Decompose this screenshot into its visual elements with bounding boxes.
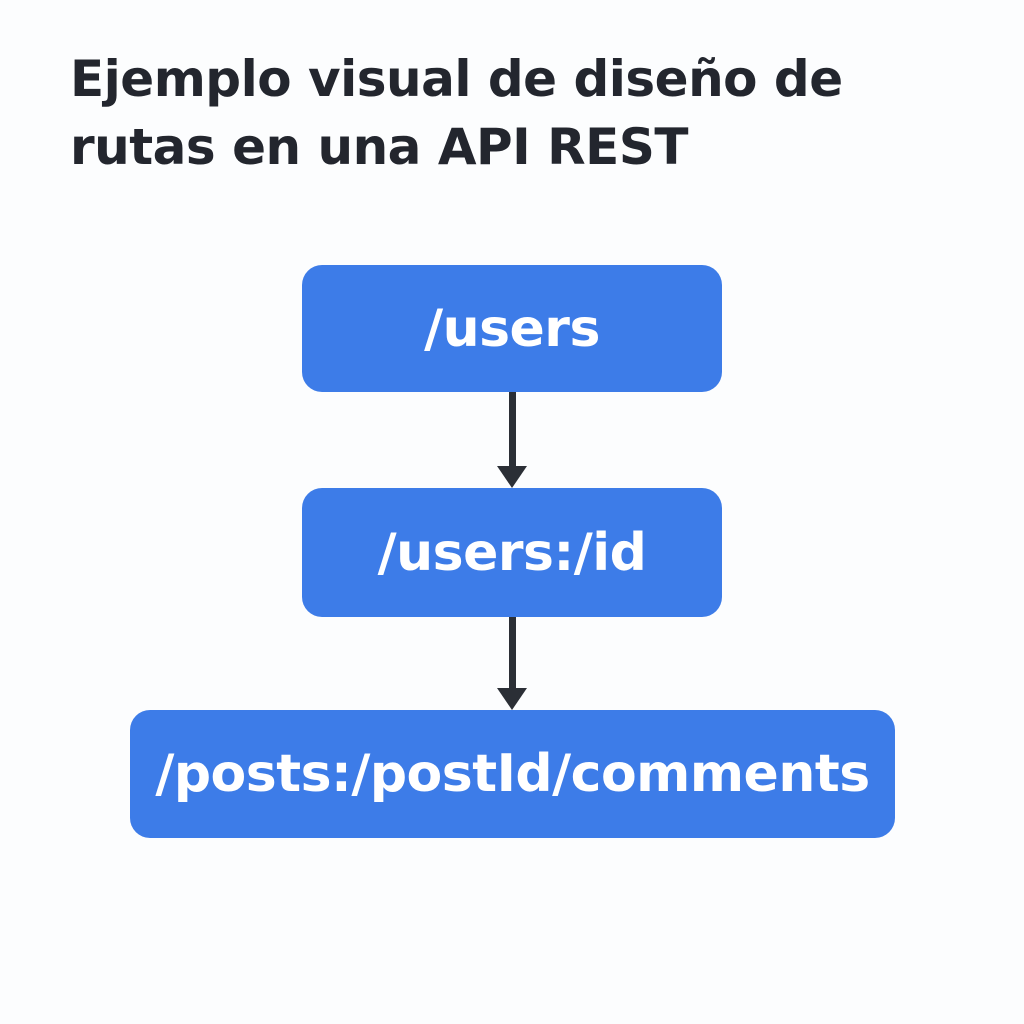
arrow-head <box>497 466 527 488</box>
route-node-post-comments: /posts:/postId/comments <box>130 710 895 838</box>
arrow-head <box>497 688 527 710</box>
arrow-stem <box>508 392 516 466</box>
arrow-down-icon <box>497 617 527 710</box>
page-title: Ejemplo visual de diseño de rutas en una… <box>70 45 950 181</box>
route-node-users: /users <box>302 265 722 392</box>
page-title-line-1: Ejemplo visual de diseño de <box>70 50 843 108</box>
arrow-down-icon <box>497 392 527 488</box>
route-node-user-id: /users:/id <box>302 488 722 617</box>
arrow-stem <box>508 617 516 688</box>
page-title-line-2: rutas en una API REST <box>70 118 688 176</box>
